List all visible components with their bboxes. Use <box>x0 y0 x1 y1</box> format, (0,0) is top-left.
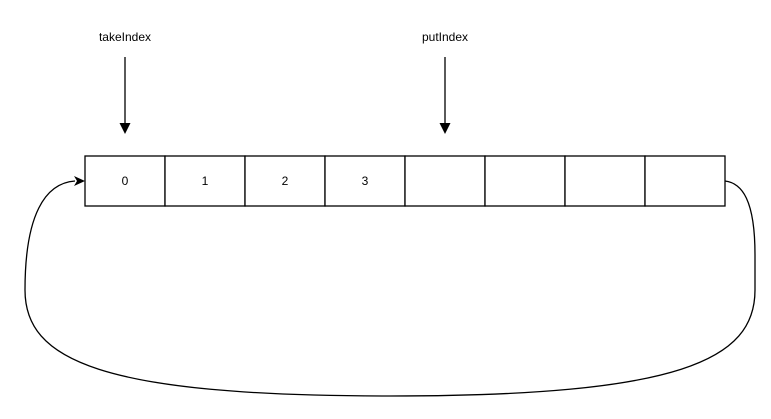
array-cell <box>564 155 646 207</box>
wraparound-curve <box>24 180 756 397</box>
array-cell: 1 <box>164 155 246 207</box>
array-cell-label: 2 <box>282 174 289 188</box>
array-cell: 2 <box>244 155 326 207</box>
wraparound-edge <box>24 176 756 397</box>
array-cell: 0 <box>84 155 166 207</box>
array-cell-label: 1 <box>202 174 209 188</box>
put-pointer: putIndex <box>422 30 468 134</box>
array-cell-box <box>404 155 486 207</box>
array-cell-box <box>484 155 566 207</box>
buffer-array: 0 1 2 3 <box>84 155 726 207</box>
take-pointer: takeIndex <box>99 30 151 134</box>
array-cell-label: 3 <box>362 174 369 188</box>
array-cell-box <box>324 155 406 207</box>
array-cell <box>404 155 486 207</box>
take-index-arrowhead <box>119 123 131 134</box>
take-index-label: takeIndex <box>99 30 151 44</box>
array-cell-box <box>244 155 326 207</box>
array-cell <box>644 155 726 207</box>
put-index-label: putIndex <box>422 30 468 44</box>
array-cell-box <box>564 155 646 207</box>
array-cell <box>484 155 566 207</box>
array-cell: 3 <box>324 155 406 207</box>
put-index-arrowhead <box>439 123 451 134</box>
array-cell-label: 0 <box>122 174 129 188</box>
array-cell-box <box>164 155 246 207</box>
wraparound-arrowhead <box>74 176 85 186</box>
array-cell-box <box>644 155 726 207</box>
